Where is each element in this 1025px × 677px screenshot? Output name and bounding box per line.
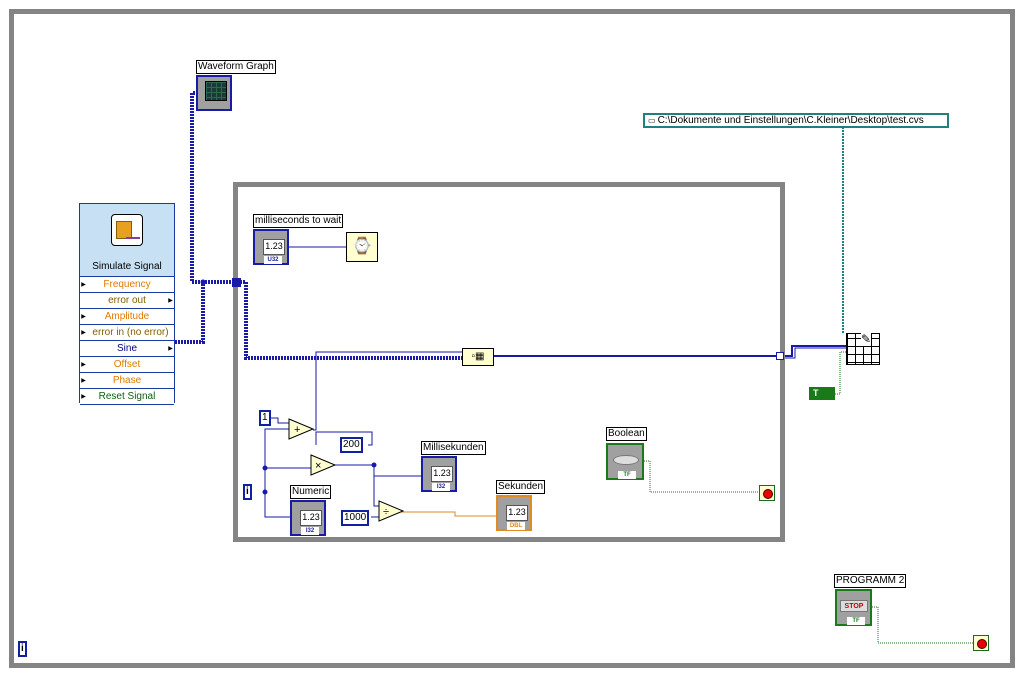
constant-1000[interactable]: 1000 [341,510,370,526]
ms-to-wait-display: 1.23 [263,239,285,255]
terminal-phase[interactable]: ▶Phase [80,372,174,388]
constant-200[interactable]: 200 [340,437,363,453]
output-arrow-icon: ▶ [168,297,173,304]
terminal-amplitude[interactable]: ▶Amplitude [80,308,174,324]
path-icon: ▭ [648,116,656,125]
iteration-terminal-inner: i [243,484,252,500]
svg-text:×: × [315,460,321,472]
terminal-offset[interactable]: ▶Offset [80,356,174,372]
programm2-type: TF [847,617,865,625]
terminal-sine[interactable]: Sine▶ [80,340,174,356]
iteration-terminal-outer: i [18,641,27,657]
boolean-control[interactable]: TF [606,443,644,480]
double-wire [400,511,496,517]
loop-condition-outer[interactable] [973,635,989,651]
write-to-spreadsheet-file[interactable]: ✎ [846,332,880,365]
millisekunden-type: I32 [432,483,450,491]
input-arrow-icon: ▶ [81,329,86,336]
boolean-label: Boolean [606,427,647,441]
numeric-type: I32 [301,527,319,535]
numeric-display: 1.23 [300,510,322,526]
sekunden-label: Sekunden [496,480,546,494]
terminal-reset-signal[interactable]: ▶Reset Signal [80,388,174,405]
svg-text:÷: ÷ [383,506,389,518]
led-icon [613,455,639,465]
constant-1[interactable]: 1 [259,410,271,426]
input-arrow-icon: ▶ [81,377,86,384]
programm2-label: PROGRAMM 2 [834,574,907,588]
ms-to-wait-control[interactable]: 1.23 U32 [253,229,289,265]
file-path-value: C:\Dokumente und Einstellungen\C.Kleiner… [657,115,924,126]
waveform-wire [175,91,462,360]
graph-icon [205,81,227,101]
file-path-constant[interactable]: ▭C:\Dokumente und Einstellungen\C.Kleine… [643,113,949,128]
stop-button-text: STOP [840,600,868,612]
inner-while-loop[interactable] [233,182,785,542]
waveform-graph-terminal[interactable] [196,75,232,111]
wait-ms-function[interactable]: ⌚ [346,232,378,262]
input-arrow-icon: ▶ [81,361,86,368]
add-function[interactable]: + [288,418,314,440]
loop-tunnel [232,278,241,287]
millisekunden-display: 1.23 [431,466,453,482]
sekunden-type: DBL [507,522,525,530]
boolean-type: TF [618,471,636,479]
simulate-signal-icon [111,214,143,246]
simulate-signal-vi[interactable]: Simulate Signal ▶Frequency error out▶ ▶A… [79,203,175,405]
outer-while-loop[interactable] [9,9,1015,668]
true-constant[interactable]: T [809,387,835,400]
input-arrow-icon: ▶ [81,313,86,320]
build-array-function[interactable]: ▫▦ [462,348,494,366]
input-arrow-icon: ▶ [81,393,86,400]
array-wire [494,345,846,357]
loop-condition-inner[interactable] [759,485,775,501]
array-wire-2 [784,347,846,359]
waveform-graph-label: Waveform Graph [196,60,276,74]
pencil-icon: ✎ [861,332,872,346]
millisekunden-label: Millisekunden [421,441,486,455]
array-icon: ▫▦ [471,351,485,362]
svg-text:+: + [294,424,300,436]
output-arrow-icon: ▶ [168,345,173,352]
terminal-error-out[interactable]: error out▶ [80,292,174,308]
terminal-frequency[interactable]: ▶Frequency [80,276,174,292]
multiply-function[interactable]: × [310,454,336,476]
bool-wire-boolean [644,460,759,493]
sekunden-display: 1.23 [506,505,528,521]
divide-function[interactable]: ÷ [378,500,404,522]
ms-to-wait-type: U32 [264,256,282,264]
programm2-stop-button[interactable]: STOP TF [835,589,872,626]
input-arrow-icon: ▶ [81,281,86,288]
watch-icon: ⌚ [352,238,372,255]
bool-wire-stop [872,606,973,644]
simulate-signal-title: Simulate Signal [92,261,162,272]
terminal-list: ▶Frequency error out▶ ▶Amplitude ▶error … [80,276,174,405]
numeric-label: Numeric [290,485,332,499]
bool-wire-true [835,351,846,395]
terminal-error-in[interactable]: ▶error in (no error) [80,324,174,340]
indexing-tunnel [776,352,784,360]
ms-to-wait-label: milliseconds to wait [253,214,344,228]
int-wires [264,351,462,518]
